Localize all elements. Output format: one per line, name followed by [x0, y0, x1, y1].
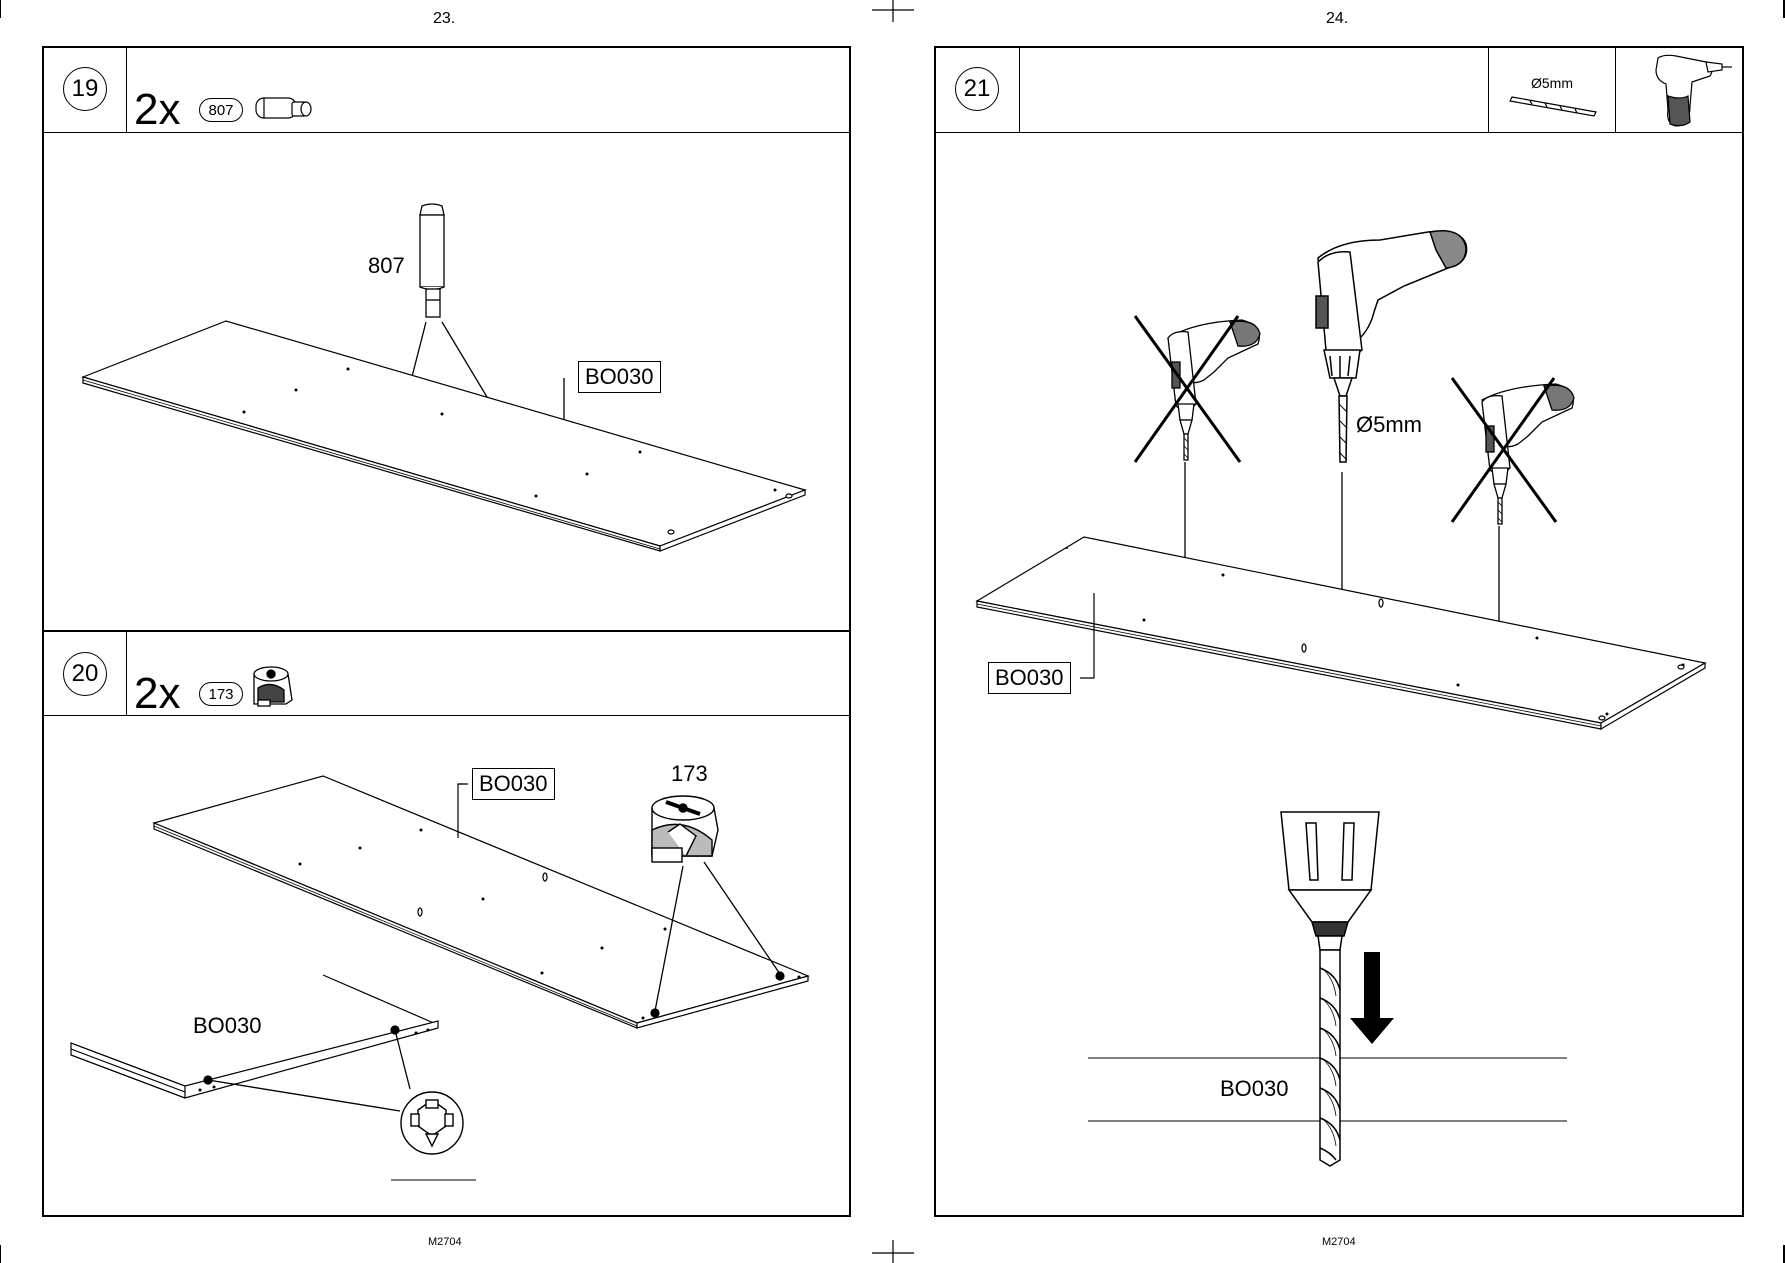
- drill-icon: [1167, 319, 1261, 461]
- step-20-callout-173: 173: [671, 761, 708, 786]
- step-20-board-label-plain: BO030: [193, 1013, 262, 1038]
- step-19-number: 19: [63, 67, 107, 111]
- step-21-tool-divider-2: [1615, 46, 1616, 132]
- drill-bit-detail: [1319, 949, 1341, 1167]
- page-number-left: 23.: [433, 10, 456, 27]
- step-20-quantity: 2x: [134, 669, 181, 718]
- step-20-detail-leaders: [207, 1029, 411, 1112]
- drill-bit-icon: [1509, 96, 1597, 117]
- dowel-807-illustration: [419, 203, 445, 318]
- page-footer-left: M2704: [428, 1236, 462, 1248]
- drill-icon: [1481, 383, 1575, 525]
- down-arrow-icon: [1350, 952, 1394, 1044]
- step-21-number-divider: [1019, 46, 1020, 132]
- page-footer-right: M2704: [1322, 1236, 1356, 1248]
- step-20-header-divider: [42, 715, 851, 716]
- step-21-tool-divider-1: [1488, 46, 1489, 132]
- cam-dowel-icon: [255, 97, 312, 119]
- step-20-number-divider: [126, 630, 127, 715]
- step-19-number-divider: [126, 46, 127, 132]
- step-21-board: [975, 536, 1707, 731]
- board-section-lines: [1088, 1057, 1567, 1122]
- cross-mark-icon: [1133, 315, 1242, 463]
- cam-lock-icon: [253, 666, 293, 707]
- step-19-part-id: 807: [199, 98, 243, 122]
- step-21-tool-bit-size: Ø5mm: [1531, 75, 1573, 91]
- step-19-board: [81, 320, 807, 552]
- step-19-callout-807: 807: [368, 253, 405, 278]
- step-20-board-label-box: BO030: [472, 768, 555, 800]
- page-number-right: 24.: [1326, 10, 1349, 27]
- step-20-leader-lines: [654, 861, 781, 1012]
- step-19-header-divider: [42, 132, 851, 133]
- cam-lock-173-illustration: [651, 795, 719, 863]
- step-20-part-id: 173: [199, 682, 243, 706]
- step-20-corner-board: [70, 974, 439, 1099]
- step-20-board: [152, 775, 810, 1029]
- drill-icon: [1655, 54, 1732, 127]
- drill-chuck-detail: [1280, 811, 1380, 951]
- step-19-quantity: 2x: [134, 85, 181, 134]
- step-21-detail-label: BO030: [1220, 1076, 1289, 1101]
- step-21-number: 21: [955, 67, 999, 111]
- step-21-header-divider: [934, 132, 1744, 133]
- cross-mark-icon: [1450, 377, 1558, 523]
- step-21-board-label-box: BO030: [988, 662, 1071, 694]
- drill-icon: [1315, 230, 1468, 463]
- cam-hole-detail: [391, 1091, 476, 1181]
- step-19-panel: [42, 46, 851, 632]
- step-21-drill-bit-size: Ø5mm: [1356, 412, 1422, 437]
- step-20-number: 20: [63, 652, 107, 696]
- step-19-board-label: BO030: [578, 361, 661, 393]
